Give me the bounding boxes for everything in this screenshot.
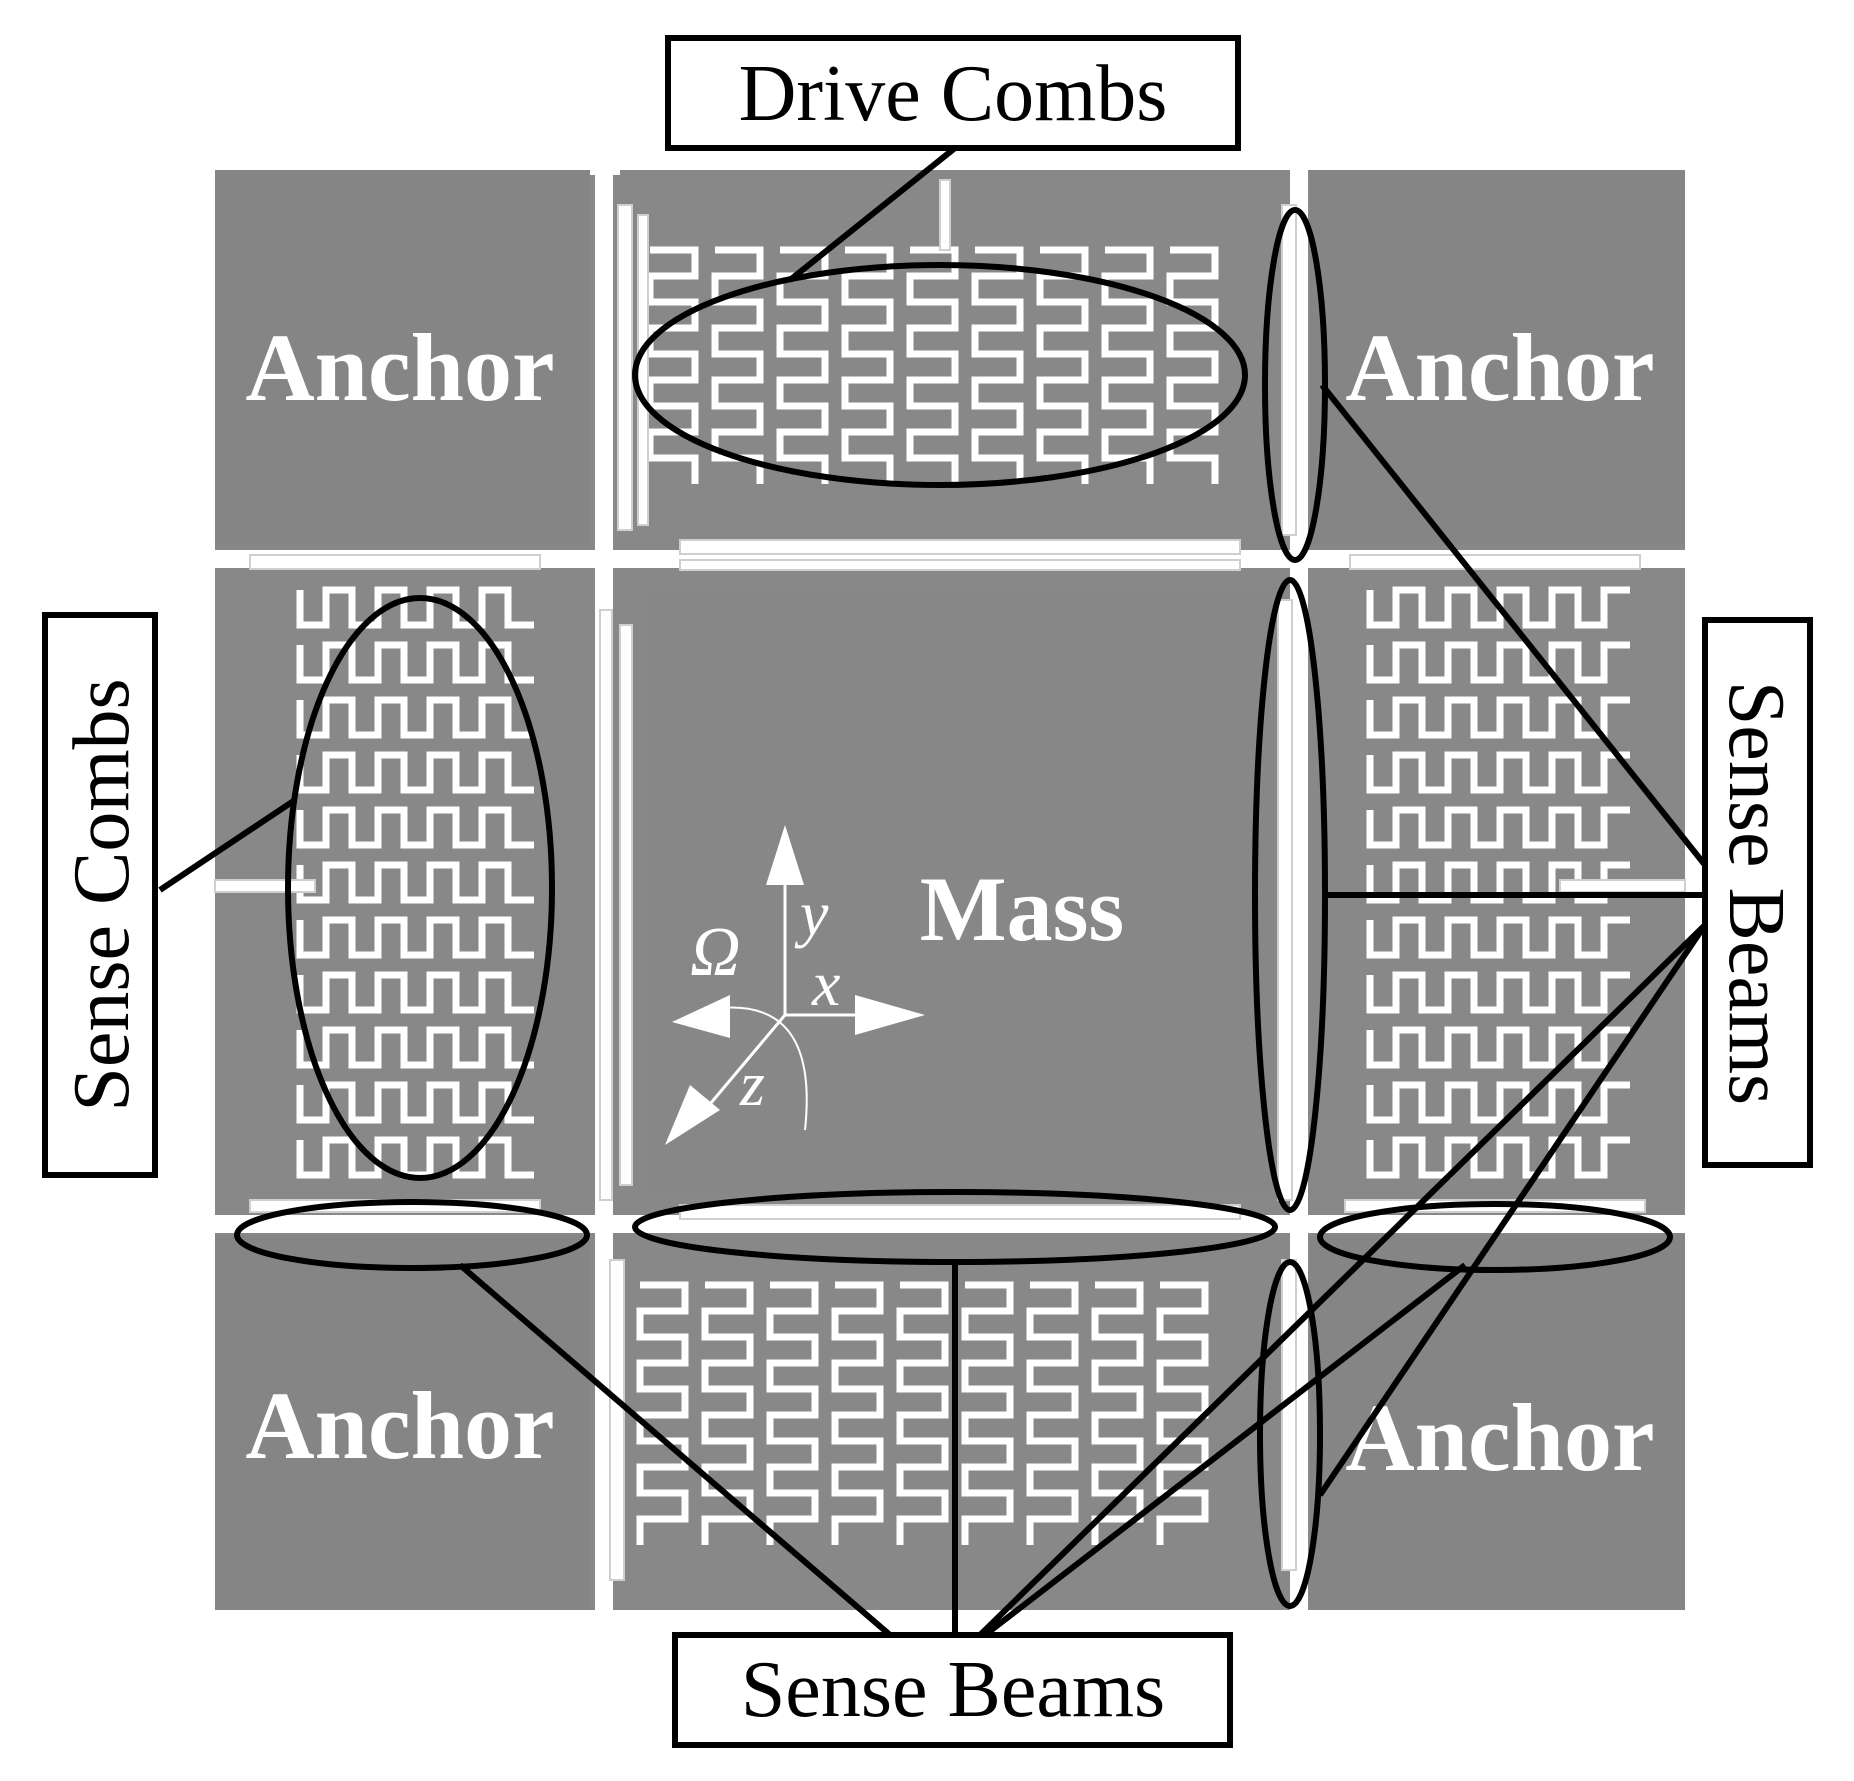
comb-meander	[1166, 246, 1219, 484]
comb-meander	[646, 246, 699, 484]
leader-right-bottom-b	[977, 922, 1708, 1638]
comb-meander	[296, 641, 534, 684]
comb-meander	[296, 586, 534, 629]
comb-meander	[1036, 246, 1089, 484]
comb-meander	[296, 696, 534, 739]
comb-meander	[831, 1281, 884, 1545]
comb-meander	[711, 246, 764, 484]
rotation-arc	[704, 1006, 808, 1131]
comb-meander	[1366, 751, 1630, 794]
z-axis-label: z	[739, 1048, 765, 1119]
highlight-ellipses	[234, 207, 1673, 1609]
comb-meander	[1026, 1281, 1079, 1545]
comb-meander	[1366, 1136, 1630, 1179]
comb-meander	[1366, 586, 1630, 629]
comb-meander	[841, 246, 894, 484]
z-axis-line	[703, 1014, 787, 1111]
beam-ellipse-bottom-vertical	[1257, 1259, 1323, 1609]
callout-drive-combs: Drive Combs	[665, 35, 1241, 151]
comb-meander	[961, 1281, 1014, 1545]
comb-meander	[296, 806, 534, 849]
callout-sense-beams-bottom: Sense Beams	[672, 1632, 1233, 1748]
comb-meander	[1366, 806, 1630, 849]
comb-meander	[1366, 641, 1630, 684]
callout-sense-combs: Sense Combs	[42, 612, 158, 1178]
x-axis-label: x	[811, 948, 840, 1019]
comb-meander	[296, 971, 534, 1014]
coordinate-axes	[665, 825, 925, 1145]
comb-meander	[906, 246, 959, 484]
leader-bottom-right	[983, 1262, 1467, 1638]
comb-meander	[296, 751, 534, 794]
y-axis-label: y	[794, 878, 829, 949]
omega-label: Ω	[690, 914, 741, 991]
comb-meander	[701, 1281, 754, 1545]
callout-sense-combs-text: Sense Combs	[58, 678, 146, 1111]
mass-label: Mass	[920, 858, 1124, 960]
comb-meander	[1366, 696, 1630, 739]
comb-meander	[296, 916, 534, 959]
comb-meander	[296, 1026, 534, 1069]
x-axis-arrow-icon	[855, 995, 925, 1035]
leader-bottom-left	[458, 1262, 892, 1638]
leader-right-top	[1319, 383, 1708, 867]
comb-meander	[766, 1281, 819, 1545]
anchor-label-top-right: Anchor	[1345, 314, 1654, 421]
callout-sense-beams-bottom-text: Sense Beams	[741, 1646, 1165, 1734]
leader-right-bottom-a	[1317, 923, 1708, 1497]
comb-meander	[971, 246, 1024, 484]
proof-mass	[650, 590, 1270, 1195]
beam-ellipse-bottom-right	[1317, 1201, 1673, 1273]
z-axis-arrow-icon	[665, 1085, 720, 1145]
rotation-arrow-icon	[672, 995, 730, 1038]
callout-drive-combs-text: Drive Combs	[739, 50, 1168, 138]
comb-meander	[296, 861, 534, 904]
beam-ellipse-bottom-left	[234, 1199, 590, 1271]
callout-sense-beams-right: Sense Beams	[1702, 617, 1813, 1168]
anchor-label-bottom-left: Anchor	[245, 1372, 554, 1479]
comb-meander	[636, 1281, 689, 1545]
y-axis-arrow-icon	[766, 825, 804, 885]
comb-meander	[1366, 916, 1630, 959]
leader-sense-combs	[158, 797, 297, 893]
leader-drive-combs	[788, 145, 957, 283]
drive-combs-ellipse	[632, 262, 1248, 488]
anchor-label-bottom-right: Anchor	[1345, 1384, 1654, 1491]
comb-meander	[1366, 971, 1630, 1014]
leader-lines	[158, 145, 1708, 1638]
sense-combs-ellipse	[285, 595, 555, 1181]
comb-meander	[896, 1281, 949, 1545]
comb-meander	[776, 246, 829, 484]
comb-meander	[1101, 246, 1154, 484]
callout-sense-beams-right-text: Sense Beams	[1712, 681, 1800, 1105]
anchor-label-top-left: Anchor	[245, 314, 554, 421]
